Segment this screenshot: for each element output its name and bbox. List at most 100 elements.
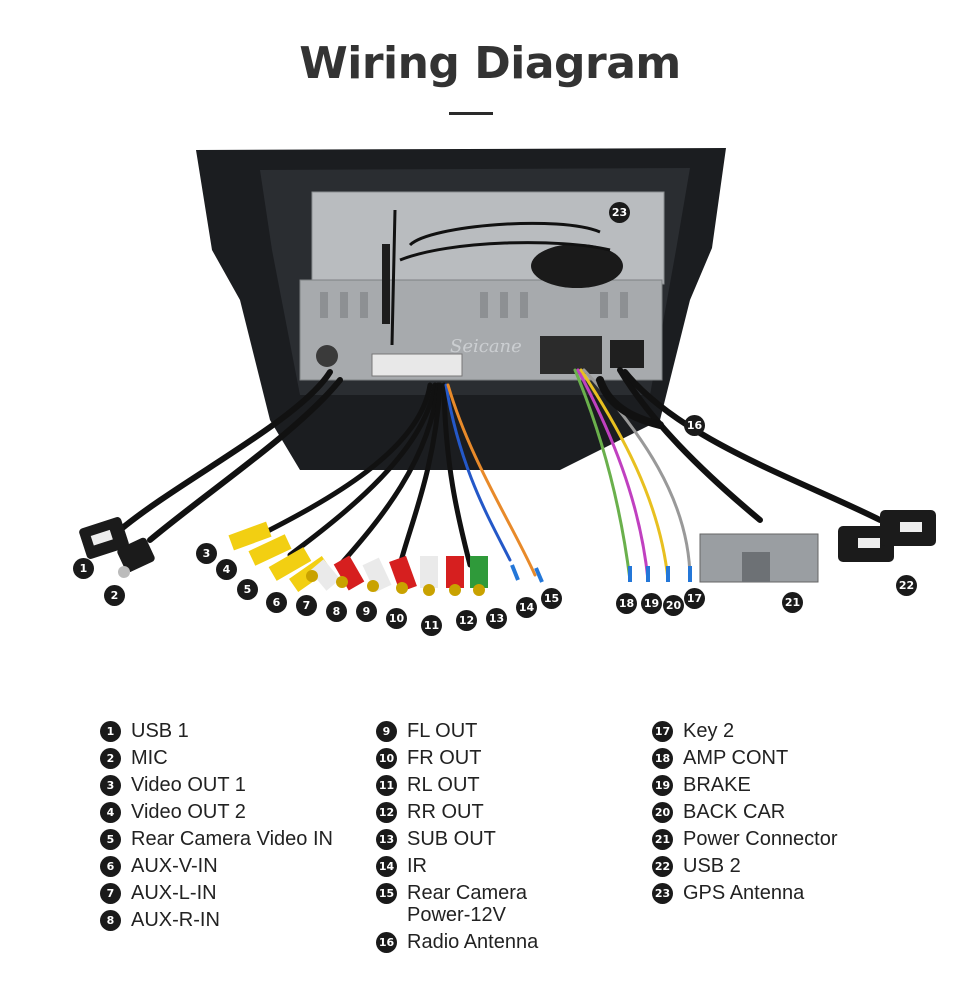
legend-label: RL OUT — [407, 774, 480, 796]
legend-badge: 11 — [376, 775, 397, 796]
legend-label: Radio Antenna — [407, 931, 539, 953]
legend-label: AUX-R-IN — [131, 909, 220, 931]
legend-item: 14 IR — [376, 855, 538, 877]
legend-badge: 13 — [376, 829, 397, 850]
legend-label: Video OUT 1 — [131, 774, 246, 796]
callout-12: 12 — [456, 610, 477, 631]
legend-badge: 18 — [652, 748, 673, 769]
legend-label: Rear Camera Video IN — [131, 828, 333, 850]
legend-label: FL OUT — [407, 720, 478, 742]
legend-badge: 15 — [376, 883, 397, 904]
legend-badge: 12 — [376, 802, 397, 823]
chassis-vents — [320, 292, 628, 318]
gps-puck — [531, 244, 623, 288]
legend-item: 18 AMP CONT — [652, 747, 838, 769]
legend-label: SUB OUT — [407, 828, 496, 850]
callout-4: 4 — [216, 559, 237, 580]
legend-item: 13 SUB OUT — [376, 828, 538, 850]
callout-18: 18 — [616, 593, 637, 614]
callout-5: 5 — [237, 579, 258, 600]
legend-item: 11 RL OUT — [376, 774, 538, 796]
page-title: Wiring Diagram — [299, 38, 681, 89]
callout-1: 1 — [73, 558, 94, 579]
legend-label: MIC — [131, 747, 168, 769]
callout-13: 13 — [486, 608, 507, 629]
legend-label: FR OUT — [407, 747, 482, 769]
legend-label: USB 2 — [683, 855, 741, 877]
callout-17: 17 — [684, 588, 705, 609]
legend-item: 7 AUX-L-IN — [100, 882, 333, 904]
legend-item: 21 Power Connector — [652, 828, 838, 850]
legend-label: BACK CAR — [683, 801, 786, 823]
legend-badge: 22 — [652, 856, 673, 877]
legend-label: AUX-L-IN — [131, 882, 217, 904]
title-underline — [449, 112, 493, 115]
legend-item: 22 USB 2 — [652, 855, 838, 877]
callout-8: 8 — [326, 601, 347, 622]
legend-label: RR OUT — [407, 801, 484, 823]
legend-badge: 1 — [100, 721, 121, 742]
legend-item: 10 FR OUT — [376, 747, 538, 769]
legend-badge: 10 — [376, 748, 397, 769]
callout-16: 16 — [684, 415, 705, 436]
legend-badge: 8 — [100, 910, 121, 931]
antenna-port — [316, 345, 338, 367]
legend-item: 1 USB 1 — [100, 720, 333, 742]
legend-item: 12 RR OUT — [376, 801, 538, 823]
legend-label: Video OUT 2 — [131, 801, 246, 823]
legend-badge: 19 — [652, 775, 673, 796]
legend-badge: 17 — [652, 721, 673, 742]
callout-14: 14 — [516, 597, 537, 618]
callout-11: 11 — [421, 615, 442, 636]
callout-23: 23 — [609, 202, 630, 223]
legend-item: 19 BRAKE — [652, 774, 838, 796]
legend-badge: 4 — [100, 802, 121, 823]
usb-port-block — [610, 340, 644, 368]
legend-item: 16 Radio Antenna — [376, 931, 538, 953]
legend-label: Power Connector — [683, 828, 838, 850]
legend-badge: 7 — [100, 883, 121, 904]
callout-15: 15 — [541, 588, 562, 609]
legend-item: 5 Rear Camera Video IN — [100, 828, 333, 850]
legend-badge: 14 — [376, 856, 397, 877]
callout-7: 7 — [296, 595, 317, 616]
legend-badge: 2 — [100, 748, 121, 769]
legend-label: USB 1 — [131, 720, 189, 742]
legend-badge: 21 — [652, 829, 673, 850]
legend-label: AUX-V-IN — [131, 855, 218, 877]
legend-badge: 5 — [100, 829, 121, 850]
callout-9: 9 — [356, 601, 377, 622]
legend-label: BRAKE — [683, 774, 751, 796]
callout-20: 20 — [663, 595, 684, 616]
wifi-antenna — [382, 244, 390, 324]
rca-port-block — [371, 353, 463, 377]
callout-19: 19 — [641, 593, 662, 614]
legend-label: IR — [407, 855, 427, 877]
brand-watermark: Seicane — [450, 336, 522, 357]
legend-badge: 9 — [376, 721, 397, 742]
legend-item: 8 AUX-R-IN — [100, 909, 333, 931]
callout-3: 3 — [196, 543, 217, 564]
callout-10: 10 — [386, 608, 407, 629]
legend-item: 9 FL OUT — [376, 720, 538, 742]
legend-badge: 16 — [376, 932, 397, 953]
legend-label: AMP CONT — [683, 747, 789, 769]
power-port-block — [540, 336, 602, 374]
legend-badge: 3 — [100, 775, 121, 796]
legend-item: 2 MIC — [100, 747, 333, 769]
legend-item: 23 GPS Antenna — [652, 882, 838, 904]
legend-item: 4 Video OUT 2 — [100, 801, 333, 823]
rca-plugs — [228, 521, 488, 596]
legend-item: 3 Video OUT 1 — [100, 774, 333, 796]
wiring-illustration: Seicane — [79, 148, 936, 596]
mic-connector — [117, 537, 155, 573]
legend-column-2: 9 FL OUT 10 FR OUT 11 RL OUT 12 RR OUT 13 SUB… — [376, 720, 538, 958]
legend-label: Key 2 — [683, 720, 735, 742]
callout-22: 22 — [896, 575, 917, 596]
legend-badge: 23 — [652, 883, 673, 904]
legend-label: GPS Antenna — [683, 882, 805, 904]
